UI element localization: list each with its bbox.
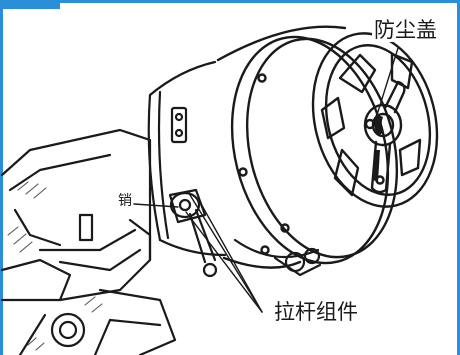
dust-cover-hub: [363, 80, 406, 194]
mount-bracket: [0, 128, 177, 355]
end-cap: [311, 32, 439, 208]
label-pull-rod-assembly: 拉杆组件: [272, 300, 360, 324]
chamber-body: [216, 25, 399, 269]
bracket-hatching: [7, 181, 103, 351]
blue-corner-tab: [0, 0, 60, 9]
label-pin: 销: [117, 193, 133, 209]
label-dust-cover: 防尘盖: [372, 18, 439, 42]
leader-lines: [133, 47, 399, 313]
clamp-band: [233, 238, 322, 277]
dust-cover-shading: [373, 114, 384, 182]
pull-rod-assembly: [168, 188, 218, 278]
